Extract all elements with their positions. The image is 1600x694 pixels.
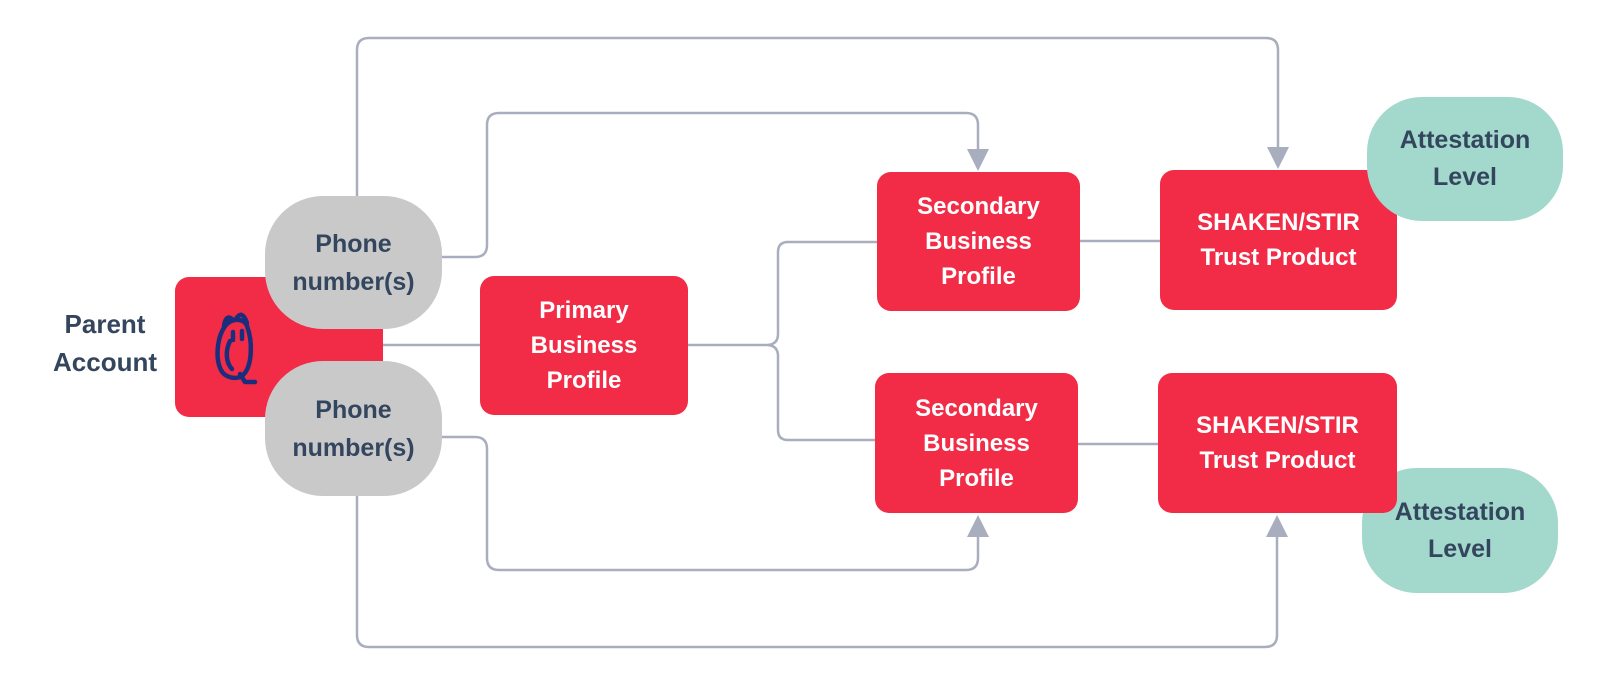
primary-line3: Profile — [546, 367, 622, 394]
primary-line2: Business — [530, 332, 638, 359]
arrowhead-down-shaken-top — [1267, 147, 1289, 169]
phone-top-line1: Phone — [315, 229, 392, 258]
phone-numbers-blob-top: Phone number(s) — [265, 196, 442, 329]
connector-primary-fork-upper — [688, 240, 877, 347]
shaken-bottom-line2: Trust Product — [1199, 447, 1356, 474]
secondary-top-line1: Secondary — [917, 193, 1040, 220]
connector-phone-top-to-secondary-top — [442, 111, 980, 259]
phone-numbers-blob-bottom: Phone number(s) — [265, 361, 442, 496]
connector-primary-fork-lower — [767, 343, 875, 442]
attestation-top-line2: Level — [1433, 163, 1497, 191]
owl-icon — [215, 312, 258, 385]
phone-top-line2: number(s) — [292, 267, 415, 296]
shaken-stir-trust-product-box-top: SHAKEN/STIR Trust Product — [1160, 170, 1397, 310]
arrowhead-up-shaken-bottom — [1266, 515, 1288, 537]
arrowhead-up-secondary-bottom — [967, 515, 989, 537]
primary-line1: Primary — [539, 297, 629, 324]
attestation-bottom-line1: Attestation — [1394, 497, 1526, 526]
attestation-level-blob-top: Attestation Level — [1367, 97, 1563, 221]
connector-phone-top-to-shaken-top — [355, 36, 1280, 196]
shaken-top-line2: Trust Product — [1200, 244, 1357, 271]
connector-phone-bottom-to-shaken-bottom — [355, 496, 1279, 649]
parent-account-label: Parent Account — [30, 305, 180, 381]
attestation-bottom-line2: Level — [1428, 534, 1492, 563]
secondary-bottom-line1: Secondary — [915, 394, 1038, 422]
secondary-top-line3: Profile — [941, 263, 1016, 290]
attestation-top-line1: Attestation — [1399, 126, 1531, 154]
secondary-business-profile-box-top: Secondary Business Profile — [877, 172, 1080, 311]
phone-bottom-line1: Phone — [315, 395, 392, 424]
shaken-top-line1: SHAKEN/STIR — [1197, 209, 1360, 236]
primary-business-profile-box: Primary Business Profile — [480, 276, 688, 415]
phone-bottom-line2: number(s) — [292, 433, 415, 462]
connector-phone-bottom-to-secondary-bottom — [442, 435, 980, 572]
secondary-business-profile-box-bottom: Secondary Business Profile — [875, 373, 1078, 513]
shaken-stir-trust-product-box-bottom: SHAKEN/STIR Trust Product — [1158, 373, 1397, 513]
arrowhead-down-secondary-top — [967, 149, 989, 171]
shaken-bottom-line1: SHAKEN/STIR — [1196, 412, 1359, 439]
parent-account-line1: Parent — [64, 309, 146, 339]
secondary-bottom-line3: Profile — [939, 464, 1014, 492]
secondary-top-line2: Business — [925, 228, 1032, 255]
secondary-bottom-line2: Business — [923, 429, 1030, 457]
parent-account-line2: Account — [53, 347, 157, 377]
